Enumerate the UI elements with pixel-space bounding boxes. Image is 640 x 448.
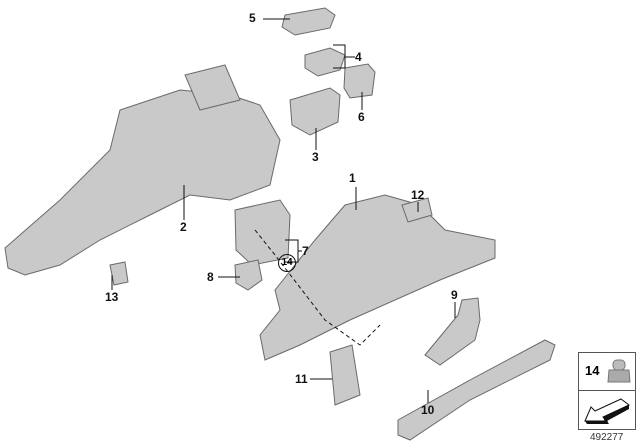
part-12-bracket xyxy=(401,197,433,223)
hex-cap-nut-icon xyxy=(607,359,631,383)
diagram-code: 492277 xyxy=(590,432,624,443)
direction-arrow-icon xyxy=(584,398,630,424)
legend-box: 14 xyxy=(578,352,636,430)
part-8-bracket xyxy=(234,259,263,291)
callout-7: 7 xyxy=(302,244,309,258)
part-5-plate xyxy=(281,7,336,36)
callout-13: 13 xyxy=(105,290,119,304)
callout-11: 11 xyxy=(295,372,308,386)
callout-10: 10 xyxy=(421,403,435,417)
callout-5: 5 xyxy=(249,11,256,25)
legend-number: 14 xyxy=(585,363,600,378)
callout-2: 2 xyxy=(180,220,187,234)
part-1-wheelhouse xyxy=(259,194,496,361)
part-3-bracket xyxy=(289,87,341,136)
callout-3: 3 xyxy=(312,150,319,164)
part-11-bracket xyxy=(329,344,361,406)
legend-divider xyxy=(579,390,635,391)
part-4-bracket xyxy=(304,47,346,77)
part-6-mount xyxy=(343,63,376,99)
callout-1: 1 xyxy=(349,171,356,185)
part-2-side-member xyxy=(4,89,281,276)
callout-9: 9 xyxy=(451,288,458,302)
callout-8: 8 xyxy=(207,270,214,284)
callout-4: 4 xyxy=(355,50,362,64)
part-13-clip xyxy=(109,261,129,286)
part-2-upper-box xyxy=(184,64,241,111)
circled-ref-14: 14 xyxy=(278,254,296,272)
part-10-sill xyxy=(397,339,556,441)
part-9-support xyxy=(424,297,481,366)
callout-6: 6 xyxy=(358,110,365,124)
callout-12: 12 xyxy=(411,188,425,202)
